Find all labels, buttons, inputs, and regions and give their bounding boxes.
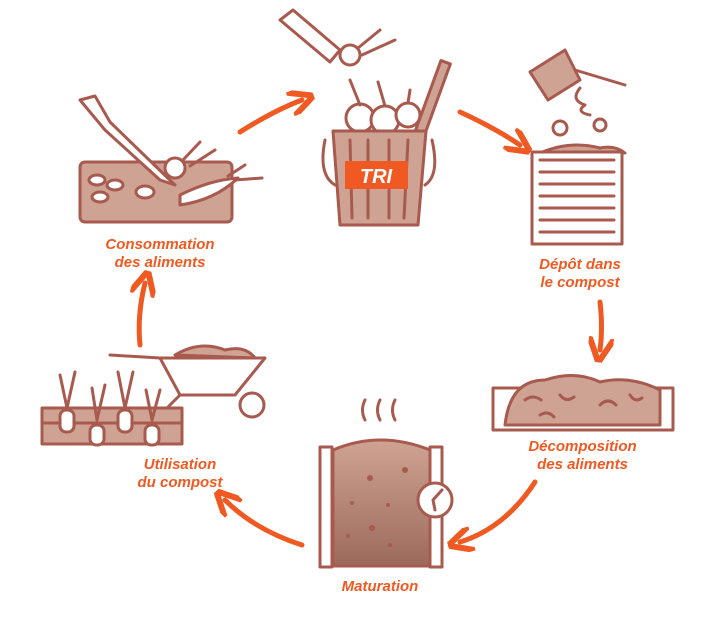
- label-line: le compost: [540, 274, 620, 291]
- label-line: des aliments: [537, 456, 628, 473]
- step-label-decomposition: Décomposition des aliments: [500, 438, 665, 474]
- label-line: Consommation: [105, 236, 215, 253]
- maturation-illustration: [318, 398, 454, 569]
- arrow-tri-to-depot: [457, 109, 520, 145]
- label-line: Maturation: [341, 578, 419, 595]
- step-label-consommation: Consommation des aliments: [80, 236, 240, 272]
- arrow-maturation-to-utilisation: [225, 500, 305, 548]
- arrow-decomposition-to-maturation: [460, 479, 538, 542]
- cutting-board-illustration: [78, 94, 264, 224]
- label-line: Utilisation: [143, 456, 217, 473]
- step-label-maturation: Maturation: [310, 578, 450, 596]
- bin-label: TRI: [360, 166, 393, 188]
- garden-wheelbarrow-illustration: [40, 344, 267, 447]
- label-line: Décomposition: [528, 438, 637, 455]
- step-label-utilisation: Utilisation du compost: [105, 456, 255, 492]
- sorting-bin-illustration: TRI: [278, 8, 452, 227]
- arrow-consommation-to-tri: [237, 100, 302, 135]
- decomposition-illustration: [491, 374, 675, 432]
- arrow-depot-to-decomposition: [600, 299, 602, 350]
- arrow-utilisation-to-consommation: [139, 283, 145, 348]
- compost-bin-illustration: [528, 48, 627, 246]
- label-line: Dépôt dans: [539, 256, 621, 273]
- label-line: des aliments: [114, 254, 206, 271]
- step-label-depot: Dépôt dans le compost: [505, 256, 655, 292]
- label-line: du compost: [137, 474, 223, 491]
